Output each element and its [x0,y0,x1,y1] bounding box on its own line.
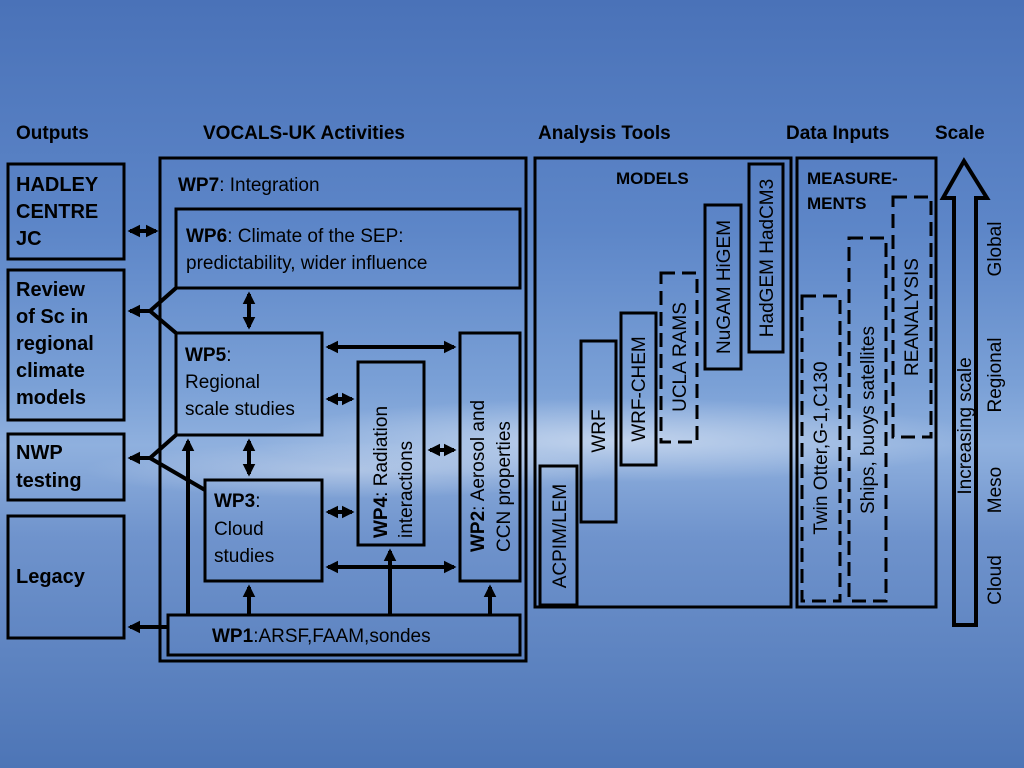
model-hadgem-hadcm3-label: HadGEM HadCM3 [757,179,778,337]
wp2-desc2: CCN properties [494,421,515,552]
wp1-desc: :ARSF,FAAM,sondes [253,626,430,647]
wp5-desc2: Regional [185,372,260,393]
review-line-1: Review [16,279,85,301]
review-line-2: of Sc in [16,306,88,328]
wp5-id: WP5 [185,345,227,366]
model-wrf-chem-label: WRF-CHEM [629,336,650,442]
hadley-line-1: HADLEY [16,174,99,196]
wp4-id: WP4 [371,496,392,538]
wp4-box: WP4: Radiation interactions [356,360,426,547]
model-acpim-lem-label: ACPIM/LEM [550,484,571,589]
measurement-reanalysis [891,195,933,439]
svg-text:WP1:ARSF,FAAM,sondes: WP1:ARSF,FAAM,sondes [212,626,431,647]
connectors [127,224,497,634]
wp2-desc: : Aerosol and [468,400,489,511]
measurement-aircraft [800,294,842,603]
svg-text:WP4: Radiation: WP4: Radiation [371,406,392,538]
output-nwp-testing: NWP testing [6,432,126,502]
wp6-desc2: predictability, wider influence [186,253,428,274]
wp6-desc: : Climate of the SEP: [227,226,403,247]
model-acpim-lem [538,464,579,607]
output-review: Review of Sc in regional climate models [6,268,126,422]
measurement-aircraft-label: Twin Otter,G-1,C130 [811,361,832,534]
header-activities: VOCALS-UK Activities [203,123,405,144]
measurements-title-2: MENTS [807,194,867,213]
models-title: MODELS [616,169,689,188]
model-nugam-higem [703,203,743,371]
review-line-5: models [16,387,86,409]
wp5-desc: : [226,345,231,366]
svg-text:WP5:: WP5: [185,345,231,366]
wp1-box: WP1:ARSF,FAAM,sondes [166,613,522,657]
wp2-box: WP2: Aerosol and CCN properties [458,331,522,583]
measurement-ships-label: Ships, buoys satellites [858,326,879,514]
measurement-reanalysis-label: REANALYSIS [902,258,923,376]
model-ucla-rams [659,271,699,444]
model-wrf-chem [619,311,658,467]
nwp-line-1: NWP [16,442,63,464]
wp7-desc: : Integration [219,175,319,196]
measurements-title-1: MEASURE- [807,169,898,188]
scale-level-cloud: Cloud [985,555,1006,605]
wp7-label: WP7: Integration [178,175,320,196]
wp3-desc2: Cloud [214,519,264,540]
model-wrf-label: WRF [589,409,610,452]
svg-text:WP2: Aerosol and: WP2: Aerosol and [468,400,489,552]
nwp-line-2: testing [16,470,82,492]
scale-level-global: Global [985,222,1006,277]
header-scale: Scale [935,123,985,144]
wp3-id: WP3 [214,491,255,512]
svg-text:WP6: Climate of the SEP:: WP6: Climate of the SEP: [186,226,404,247]
wp2-id: WP2 [468,511,489,552]
review-line-3: regional [16,333,94,355]
measurements-panel: MEASURE- MENTS Twin Otter,G-1,C130 Ships… [795,156,938,609]
model-nugam-higem-label: NuGAM HiGEM [714,220,735,354]
wp6-id: WP6 [186,226,227,247]
wp6-box: WP6: Climate of the SEP: predictability,… [174,207,522,290]
hadley-line-2: CENTRE [16,201,98,223]
wp3-desc: : [255,491,260,512]
scale-level-meso: Meso [985,467,1006,513]
header-analysis-tools: Analysis Tools [538,123,671,144]
link-review-wp6-wp5 [146,286,178,335]
models-panel: MODELS ACPIM/LEM WRF WRF-CHEM UCLA RAMS … [533,156,793,609]
output-hadley-centre: HADLEY CENTRE JC [6,162,126,261]
wp3-box: WP3: Cloud studies [203,478,324,583]
legacy-label: Legacy [16,566,86,588]
model-ucla-rams-label: UCLA RAMS [670,302,691,412]
header-outputs: Outputs [16,123,89,144]
scale-level-regional: Regional [985,338,1006,413]
increasing-scale-arrow [939,157,991,627]
scale-panel: Increasing scale Cloud Meso Regional Glo… [939,157,1006,627]
wp5-desc3: scale studies [185,399,295,420]
hadley-line-3: JC [16,228,42,250]
wp4-desc: : Radiation [371,406,392,497]
model-hadgem-hadcm3 [747,162,785,354]
review-line-4: climate [16,360,85,382]
wp5-box: WP5: Regional scale studies [174,331,324,437]
header-data-inputs: Data Inputs [786,123,889,144]
link-nwp-wp5-wp3 [146,433,207,492]
scale-arrow-label: Increasing scale [955,357,976,494]
wp3-desc3: studies [214,546,274,567]
output-legacy: Legacy [6,514,126,640]
model-wrf [579,339,618,524]
svg-text:WP3:: WP3: [214,491,260,512]
wp7-id: WP7 [178,175,219,196]
measurement-ships [847,236,888,603]
wp1-id: WP1 [212,626,254,647]
wp4-desc2: interactions [396,441,417,538]
activities-frame [158,156,528,663]
